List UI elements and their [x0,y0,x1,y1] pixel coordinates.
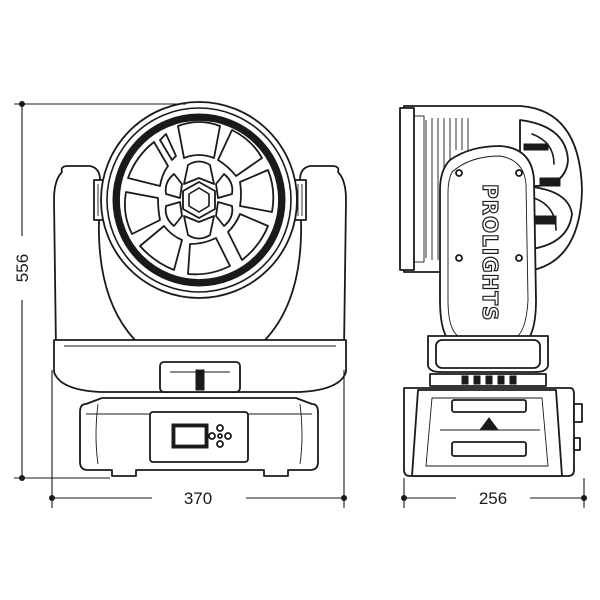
menu-buttons [208,424,232,448]
handle-slot-bottom [451,441,527,457]
brand-logo-text: PROLIGHTS [478,184,502,321]
front-width-label: 370 [184,489,212,508]
front-lens-rim [399,107,415,271]
pan-ring-ribs [461,375,517,385]
side-view: PROLIGHTS [399,105,583,477]
yoke-right-arm [259,165,347,373]
dimension-front-width: 370 [49,370,347,508]
side-depth-label: 256 [479,489,507,508]
yoke-left-arm [53,165,141,373]
side-connector [573,403,583,423]
led-lens-array [123,121,275,276]
yoke-clamp-notch [195,369,205,391]
handle-slot-top [451,399,527,413]
height-label: 556 [13,254,32,282]
front-view [53,101,347,477]
yoke-side-arm [439,145,537,347]
dimension-height: 556 [13,101,186,481]
dimension-side-depth: 256 [401,478,587,508]
